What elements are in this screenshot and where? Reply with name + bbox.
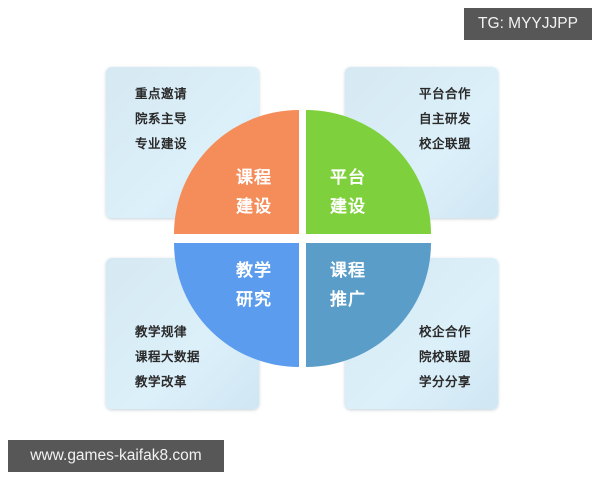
list-item: 专业建设 <box>135 136 188 151</box>
item-list: 平台合作 自主研发 校企联盟 <box>419 81 471 156</box>
list-item: 院校联盟 <box>418 349 471 364</box>
watermark-top: TG: MYYJJPP <box>464 8 592 40</box>
list-item: 院系主导 <box>135 111 188 126</box>
item-list: 校企合作 院校联盟 学分分享 <box>419 319 471 394</box>
quadrant-label: 课程 建设 <box>236 168 272 217</box>
watermark-bottom: www.games-kaifak8.com <box>8 440 224 472</box>
quadrant-label: 教学 研究 <box>236 261 272 310</box>
list-item: 校企联盟 <box>418 136 471 151</box>
list-item: 教学改革 <box>135 374 188 389</box>
list-item: 教学规律 <box>135 324 188 339</box>
list-item: 校企合作 <box>418 324 471 339</box>
list-item: 课程大数据 <box>135 349 201 364</box>
list-item: 平台合作 <box>418 86 471 101</box>
item-list: 教学规律 课程大数据 教学改革 <box>135 319 200 394</box>
quadrant-label: 课程 推广 <box>330 261 366 310</box>
item-list: 重点邀请 院系主导 专业建设 <box>135 81 187 156</box>
quadrant-label: 平台 建设 <box>330 168 366 217</box>
list-item: 重点邀请 <box>135 86 188 101</box>
list-item: 学分分享 <box>418 374 471 389</box>
list-item: 自主研发 <box>418 111 471 126</box>
